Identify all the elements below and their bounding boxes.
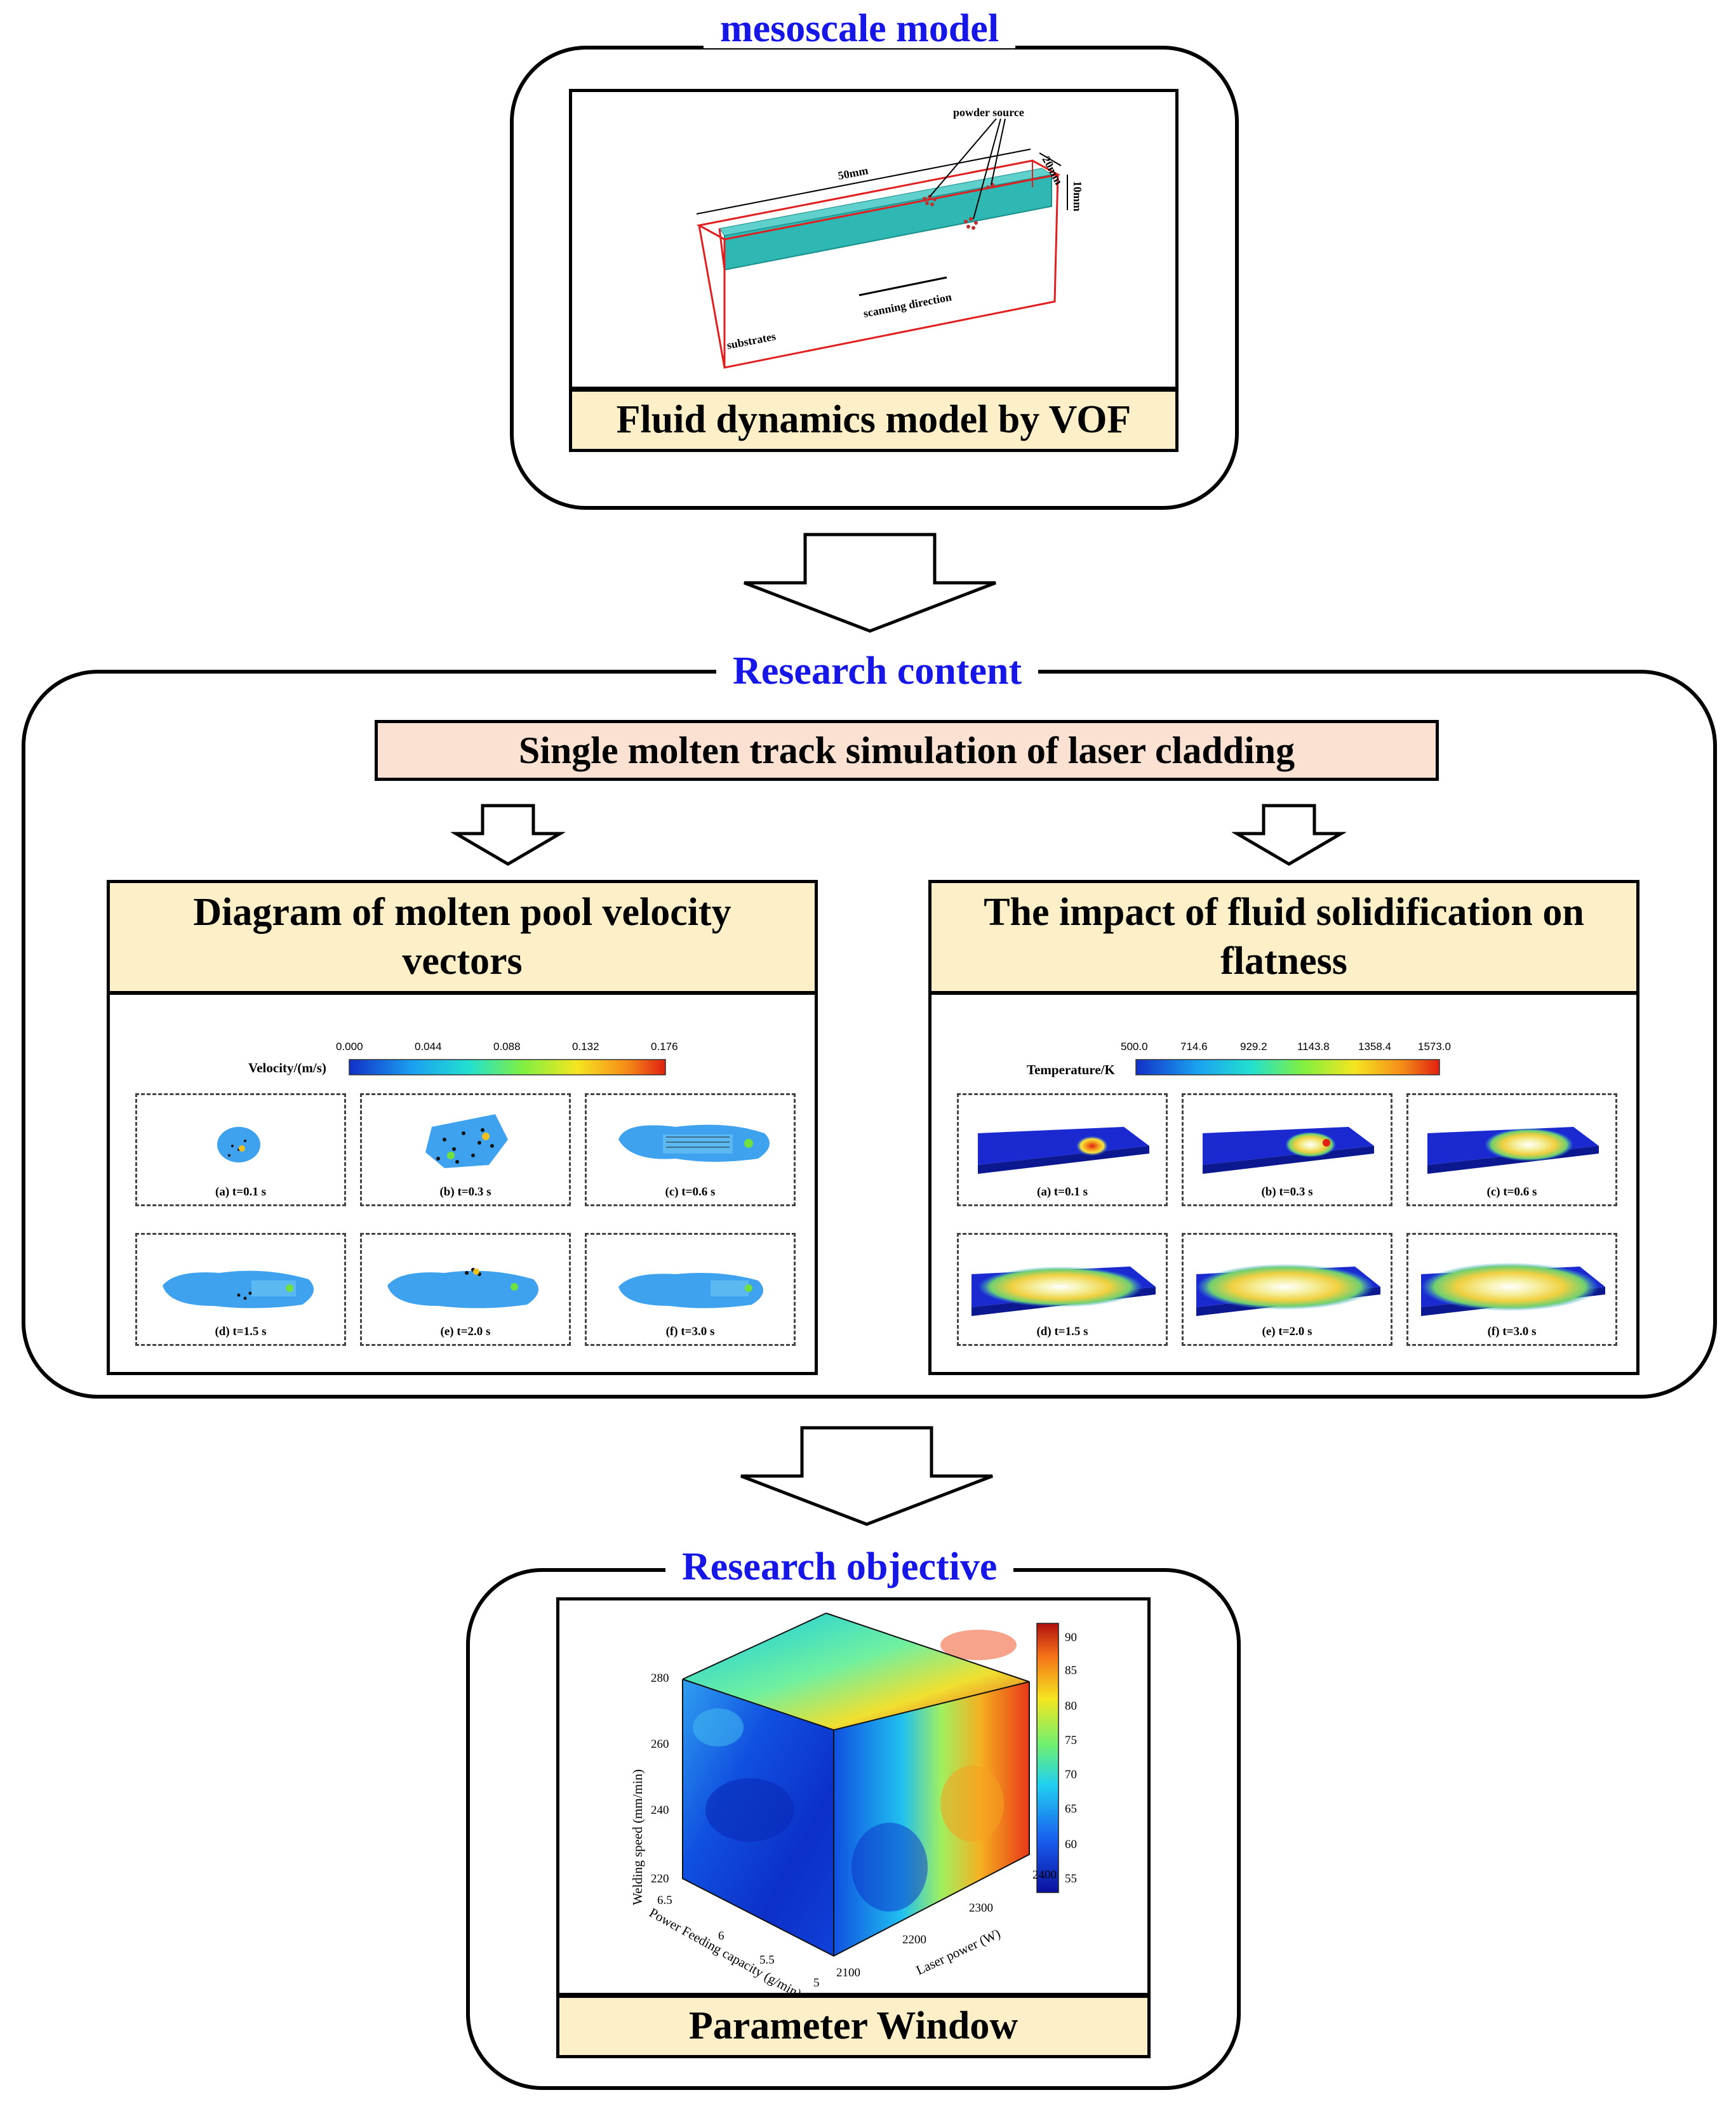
- flow-arrow-left: [451, 804, 565, 866]
- velocity-tick-0: 0.000: [336, 1041, 363, 1053]
- velocity-panel-a: (a) t=0.1 s: [135, 1093, 346, 1206]
- temperature-panel-b-label: (b) t=0.3 s: [1261, 1185, 1313, 1199]
- x-axis-label: Laser power (W): [914, 1926, 1003, 1978]
- temperature-tick-5: 1573.0: [1418, 1041, 1451, 1053]
- scanning-direction-label: scanning direction: [862, 290, 952, 320]
- y-tick-5: 5: [813, 1976, 820, 1990]
- velocity-panel-d-label: (d) t=1.5 s: [215, 1325, 267, 1338]
- cbar-tick-80: 80: [1065, 1700, 1077, 1713]
- solidification-flatness-figure: Temperature/K 500.0 714.6 929.2 1143.8 1…: [928, 992, 1639, 1375]
- vof-model-caption: Fluid dynamics model by VOF: [569, 389, 1178, 452]
- temperature-panel-c: (c) t=0.6 s: [1406, 1093, 1617, 1206]
- temperature-tick-0: 500.0: [1121, 1041, 1148, 1053]
- temperature-tick-2: 929.2: [1240, 1041, 1267, 1053]
- temperature-colorbar: [1135, 1059, 1440, 1075]
- research-objective-title: Research objective: [665, 1547, 1014, 1587]
- velocity-panel-e: (e) t=2.0 s: [360, 1233, 571, 1346]
- cbar-tick-70: 70: [1065, 1768, 1077, 1781]
- velocity-panel-c-label: (c) t=0.6 s: [665, 1185, 716, 1199]
- velocity-colorbar-title: Velocity/(m/s): [248, 1060, 326, 1075]
- cbar-tick-90: 90: [1065, 1631, 1077, 1644]
- z-axis-label: Welding speed (mm/min): [630, 1769, 645, 1905]
- velocity-tick-1: 0.044: [415, 1041, 442, 1053]
- velocity-colorbar: [349, 1059, 666, 1075]
- temperature-panel-f-label: (f) t=3.0 s: [1487, 1325, 1537, 1338]
- mesoscale-model-title: mesoscale model: [704, 9, 1016, 48]
- x-tick-2100: 2100: [836, 1966, 860, 1979]
- height-10mm-label: 10mm: [1071, 181, 1084, 211]
- x-tick-2300: 2300: [969, 1901, 993, 1915]
- temperature-panel-a: (a) t=0.1 s: [957, 1093, 1168, 1206]
- velocity-panel-a-label: (a) t=0.1 s: [215, 1185, 266, 1199]
- substrates-label: substrates: [726, 329, 777, 352]
- substrate-geometry-diagram: powder source 50mm 20mm 10mm scanning di…: [696, 106, 1084, 369]
- z-tick-260: 260: [651, 1738, 669, 1751]
- flow-arrow-right: [1232, 804, 1346, 866]
- flow-arrow-1: [744, 533, 996, 633]
- z-tick-240: 240: [651, 1804, 669, 1817]
- parameter-window-caption: Parameter Window: [556, 1995, 1151, 2058]
- velocity-tick-3: 0.132: [572, 1041, 599, 1053]
- temperature-panel-e-label: (e) t=2.0 s: [1262, 1325, 1312, 1338]
- temperature-panel-e: (e) t=2.0 s: [1182, 1233, 1392, 1346]
- flow-arrow-2: [740, 1426, 993, 1526]
- temperature-panel-c-label: (c) t=0.6 s: [1486, 1185, 1537, 1199]
- parameter-colorbar: [1036, 1623, 1059, 1893]
- velocity-panel-e-label: (e) t=2.0 s: [440, 1325, 491, 1338]
- mesoscale-model-figure: powder source 50mm 20mm 10mm scanning di…: [569, 89, 1178, 390]
- temperature-tick-1: 714.6: [1180, 1041, 1208, 1053]
- velocity-panel-f: (f) t=3.0 s: [585, 1233, 796, 1346]
- velocity-panel-b-label: (b) t=0.3 s: [439, 1185, 491, 1199]
- temperature-colorbar-title: Temperature/K: [1027, 1062, 1115, 1077]
- cbar-tick-85: 85: [1065, 1664, 1077, 1677]
- x-tick-2200: 2200: [902, 1933, 926, 1946]
- temperature-tick-3: 1143.8: [1297, 1041, 1330, 1053]
- y-tick-5.5: 5.5: [759, 1953, 775, 1967]
- laser-cladding-banner: Single molten track simulation of laser …: [375, 720, 1439, 781]
- cube-top-face: [683, 1613, 1029, 1730]
- velocity-tick-2: 0.088: [493, 1041, 521, 1053]
- x-tick-2400: 2400: [1032, 1868, 1057, 1882]
- temperature-panel-a-label: (a) t=0.1 s: [1037, 1185, 1088, 1199]
- velocity-vectors-caption: Diagram of molten pool velocity vectors: [107, 880, 818, 994]
- z-tick-280: 280: [651, 1672, 669, 1685]
- temperature-tick-4: 1358.4: [1358, 1041, 1391, 1053]
- velocity-panel-d: (d) t=1.5 s: [135, 1233, 346, 1346]
- velocity-panel-f-label: (f) t=3.0 s: [665, 1325, 715, 1338]
- cbar-tick-60: 60: [1065, 1838, 1077, 1851]
- velocity-panel-c: (c) t=0.6 s: [585, 1093, 796, 1206]
- length-50mm-label: 50mm: [837, 164, 869, 182]
- cbar-tick-75: 75: [1065, 1734, 1077, 1747]
- temperature-panel-b: (b) t=0.3 s: [1182, 1093, 1392, 1206]
- velocity-vectors-figure: Velocity/(m/s) 0.000 0.044 0.088 0.132 0…: [107, 992, 818, 1375]
- cbar-tick-65: 65: [1065, 1802, 1077, 1816]
- velocity-panel-b: (b) t=0.3 s: [360, 1093, 571, 1206]
- temperature-panel-d: (d) t=1.5 s: [957, 1233, 1168, 1346]
- velocity-tick-4: 0.176: [651, 1041, 678, 1053]
- parameter-window-figure: 90 85 80 75 70 65 60 55 280 260 240 220 …: [556, 1597, 1151, 1996]
- temperature-panel-f: (f) t=3.0 s: [1406, 1233, 1617, 1346]
- powder-source-label: powder source: [953, 106, 1024, 119]
- temperature-panel-d-label: (d) t=1.5 s: [1036, 1325, 1088, 1338]
- y-tick-6.5: 6.5: [657, 1894, 672, 1907]
- solidification-flatness-caption: The impact of fluid solidification on fl…: [928, 880, 1639, 994]
- research-content-title: Research content: [716, 651, 1039, 691]
- cbar-tick-55: 55: [1065, 1872, 1077, 1886]
- z-tick-220: 220: [651, 1872, 669, 1886]
- parameter-window-3d-plot: 90 85 80 75 70 65 60 55 280 260 240 220 …: [630, 1613, 1077, 1993]
- y-tick-6: 6: [718, 1929, 724, 1943]
